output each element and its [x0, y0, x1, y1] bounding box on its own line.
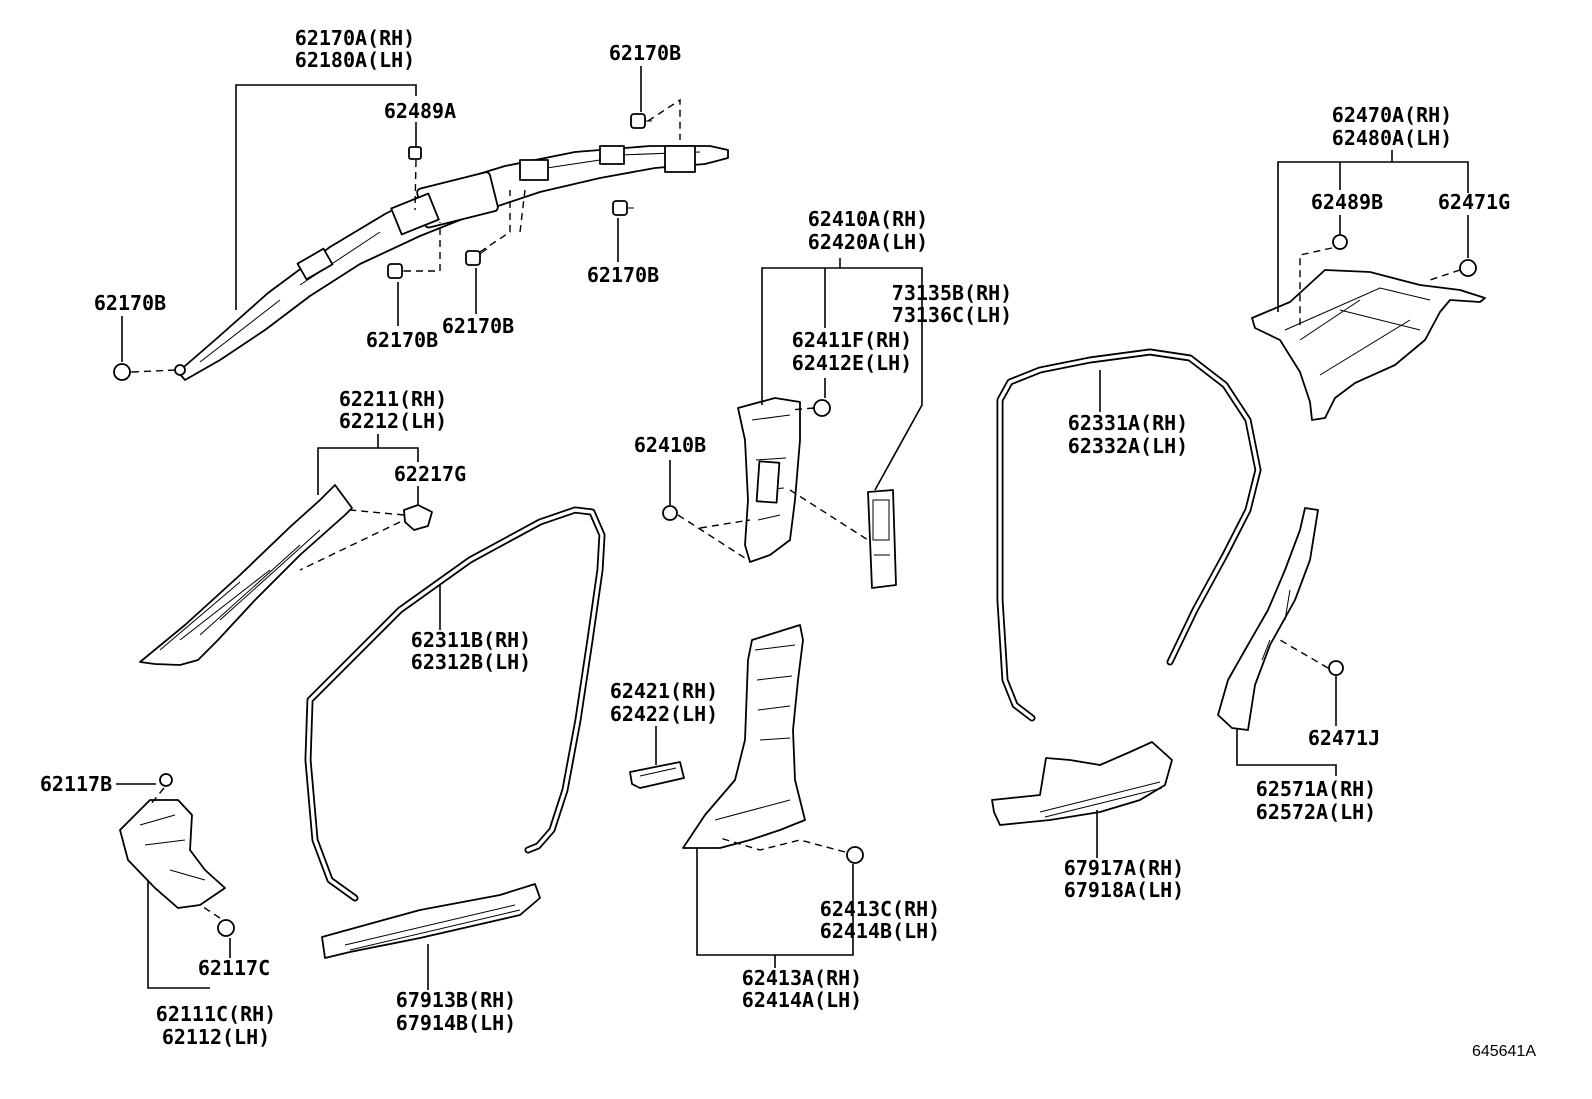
callout-rear-scuff-rh: 67917A(RH) — [1064, 856, 1184, 880]
callout-center-pillar-upper-lh: 62420A(LH) — [808, 230, 928, 254]
callout-front-scuff-lh: 67914B(LH) — [396, 1011, 516, 1035]
callout-bolt-right: 62170B — [587, 263, 659, 287]
callout-62413c-lh: 62414B(LH) — [820, 919, 940, 943]
curtain-airbag-part — [174, 145, 729, 381]
callout-garnish-62421-rh: 62421(RH) — [610, 679, 718, 703]
callout-62413c-rh: 62413C(RH) — [820, 897, 940, 921]
reference-number: 645641A — [1472, 1043, 1536, 1060]
callout-62489a: 62489A — [384, 99, 456, 123]
callout-rear-scuff-lh: 67918A(LH) — [1064, 878, 1184, 902]
quarter-trim-part — [1251, 234, 1486, 421]
callout-center-pillar-lower-lh: 62414A(LH) — [742, 988, 862, 1012]
front-pillar-trim-part — [139, 484, 433, 666]
callout-rear-pillar-garnish-lh: 62572A(LH) — [1256, 800, 1376, 824]
callout-62471j: 62471J — [1308, 726, 1380, 750]
callout-62410b: 62410B — [634, 433, 706, 457]
callout-curtain-airbag-lh: 62180A(LH) — [295, 48, 415, 72]
callout-62489b: 62489B — [1311, 190, 1383, 214]
callout-rear-weatherstrip-lh: 62332A(LH) — [1068, 434, 1188, 458]
center-pillar-lower-part — [682, 624, 864, 864]
callout-front-scuff-rh: 67913B(RH) — [396, 988, 516, 1012]
front-door-weatherstrip-part — [304, 506, 606, 902]
callout-62117b: 62117B — [40, 772, 112, 796]
callout-62471g: 62471G — [1438, 190, 1510, 214]
callout-rear-weatherstrip-rh: 62331A(RH) — [1068, 411, 1188, 435]
callout-62217g: 62217G — [394, 462, 466, 486]
belt-adjuster-part — [867, 489, 897, 589]
callout-cowl-trim-rh: 62111C(RH) — [156, 1002, 276, 1026]
callout-labels: 62170A(RH) 62180A(LH) 62489A 62170B 6217… — [40, 26, 1536, 1060]
rear-door-weatherstrip-part — [996, 348, 1262, 722]
callout-cowl-trim-lh: 62112(LH) — [162, 1025, 270, 1049]
center-pillar-upper-part — [662, 397, 831, 563]
callout-front-weatherstrip-rh: 62311B(RH) — [411, 628, 531, 652]
rear-pillar-garnish-part — [1217, 507, 1344, 731]
callout-center-pillar-lower-rh: 62413A(RH) — [742, 966, 862, 990]
callout-front-pillar-rh: 62211(RH) — [339, 387, 447, 411]
bolt-parts — [113, 113, 652, 381]
callout-quarter-trim-rh: 62470A(RH) — [1332, 103, 1452, 127]
callout-rear-pillar-garnish-rh: 62571A(RH) — [1256, 777, 1376, 801]
callout-bolt-left: 62170B — [94, 291, 166, 315]
callout-bolt-top: 62170B — [609, 41, 681, 65]
front-scuff-plate-part — [321, 883, 541, 959]
cowl-trim-part — [119, 773, 235, 937]
callout-front-weatherstrip-lh: 62312B(LH) — [411, 650, 531, 674]
callout-bolt-mid1: 62170B — [366, 328, 438, 352]
rear-scuff-plate-part — [991, 741, 1173, 826]
callout-quarter-trim-lh: 62480A(LH) — [1332, 126, 1452, 150]
garnish-62421-part — [629, 761, 685, 789]
callout-front-pillar-lh: 62212(LH) — [339, 409, 447, 433]
callout-62117c: 62117C — [198, 956, 270, 980]
callout-garnish-62421-lh: 62422(LH) — [610, 702, 718, 726]
leader-lines — [116, 66, 1469, 990]
callout-bolt-mid2: 62170B — [442, 314, 514, 338]
callout-curtain-airbag-rh: 62170A(RH) — [295, 26, 415, 50]
callout-belt-adjuster-lh: 73136C(LH) — [892, 303, 1012, 327]
callout-center-pillar-upper-rh: 62410A(RH) — [808, 207, 928, 231]
callout-62411f-lh: 62412E(LH) — [792, 351, 912, 375]
callout-belt-adjuster-rh: 73135B(RH) — [892, 281, 1012, 305]
callout-62411f-rh: 62411F(RH) — [792, 328, 912, 352]
